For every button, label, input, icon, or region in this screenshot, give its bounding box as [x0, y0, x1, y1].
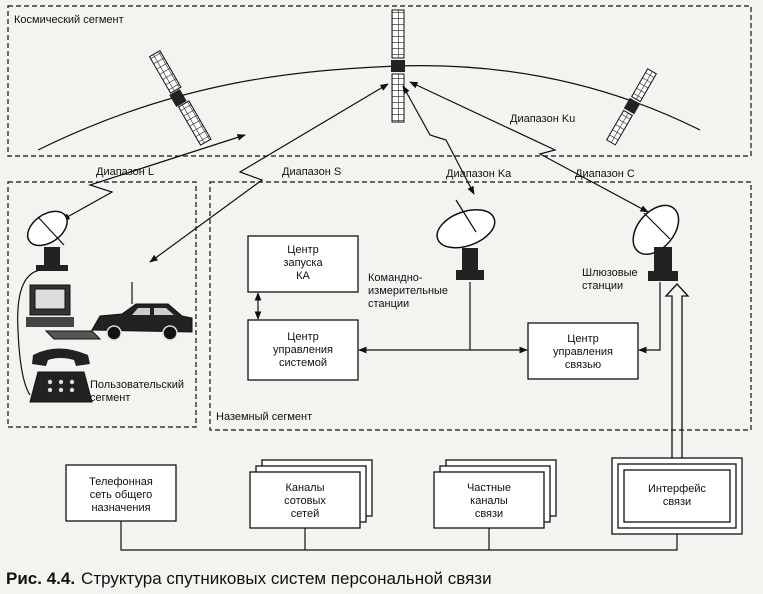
network-bus: [120, 521, 678, 551]
figure-caption: Рис. 4.4.Структура спутниковых систем пе…: [6, 569, 492, 588]
band-ku-label: Диапазон Ku: [510, 113, 575, 125]
link-c-band: [409, 81, 649, 213]
car-icon: [91, 282, 193, 341]
comm-to-gateway-link: [638, 282, 661, 354]
band-s-label: Диапазон S: [282, 166, 341, 178]
gateway-dish-icon: [632, 204, 680, 281]
band-ka-label: Диапазон Ka: [446, 168, 512, 180]
ground-segment-label: Наземный сегмент: [216, 411, 312, 423]
link-s-band: [149, 83, 389, 263]
telephone-icon: [29, 348, 93, 403]
satellite-left: [148, 50, 212, 146]
command-station-dish-icon: [436, 199, 496, 280]
orbit-arc: [37, 65, 701, 151]
space-segment-frame: [7, 5, 752, 157]
band-c-label: Диапазон C: [575, 168, 635, 180]
computer-icon: [26, 284, 102, 340]
space-segment-label: Космический сегмент: [14, 14, 124, 26]
band-l-label: Диапазон L: [96, 166, 154, 178]
ground-segment-frame: [209, 181, 752, 431]
satellite-right: [605, 68, 658, 146]
user-cabling: [17, 269, 41, 396]
user-dish-icon: [26, 210, 68, 271]
satellite-center: [391, 9, 405, 123]
interface-to-gateway-link: [664, 283, 690, 458]
